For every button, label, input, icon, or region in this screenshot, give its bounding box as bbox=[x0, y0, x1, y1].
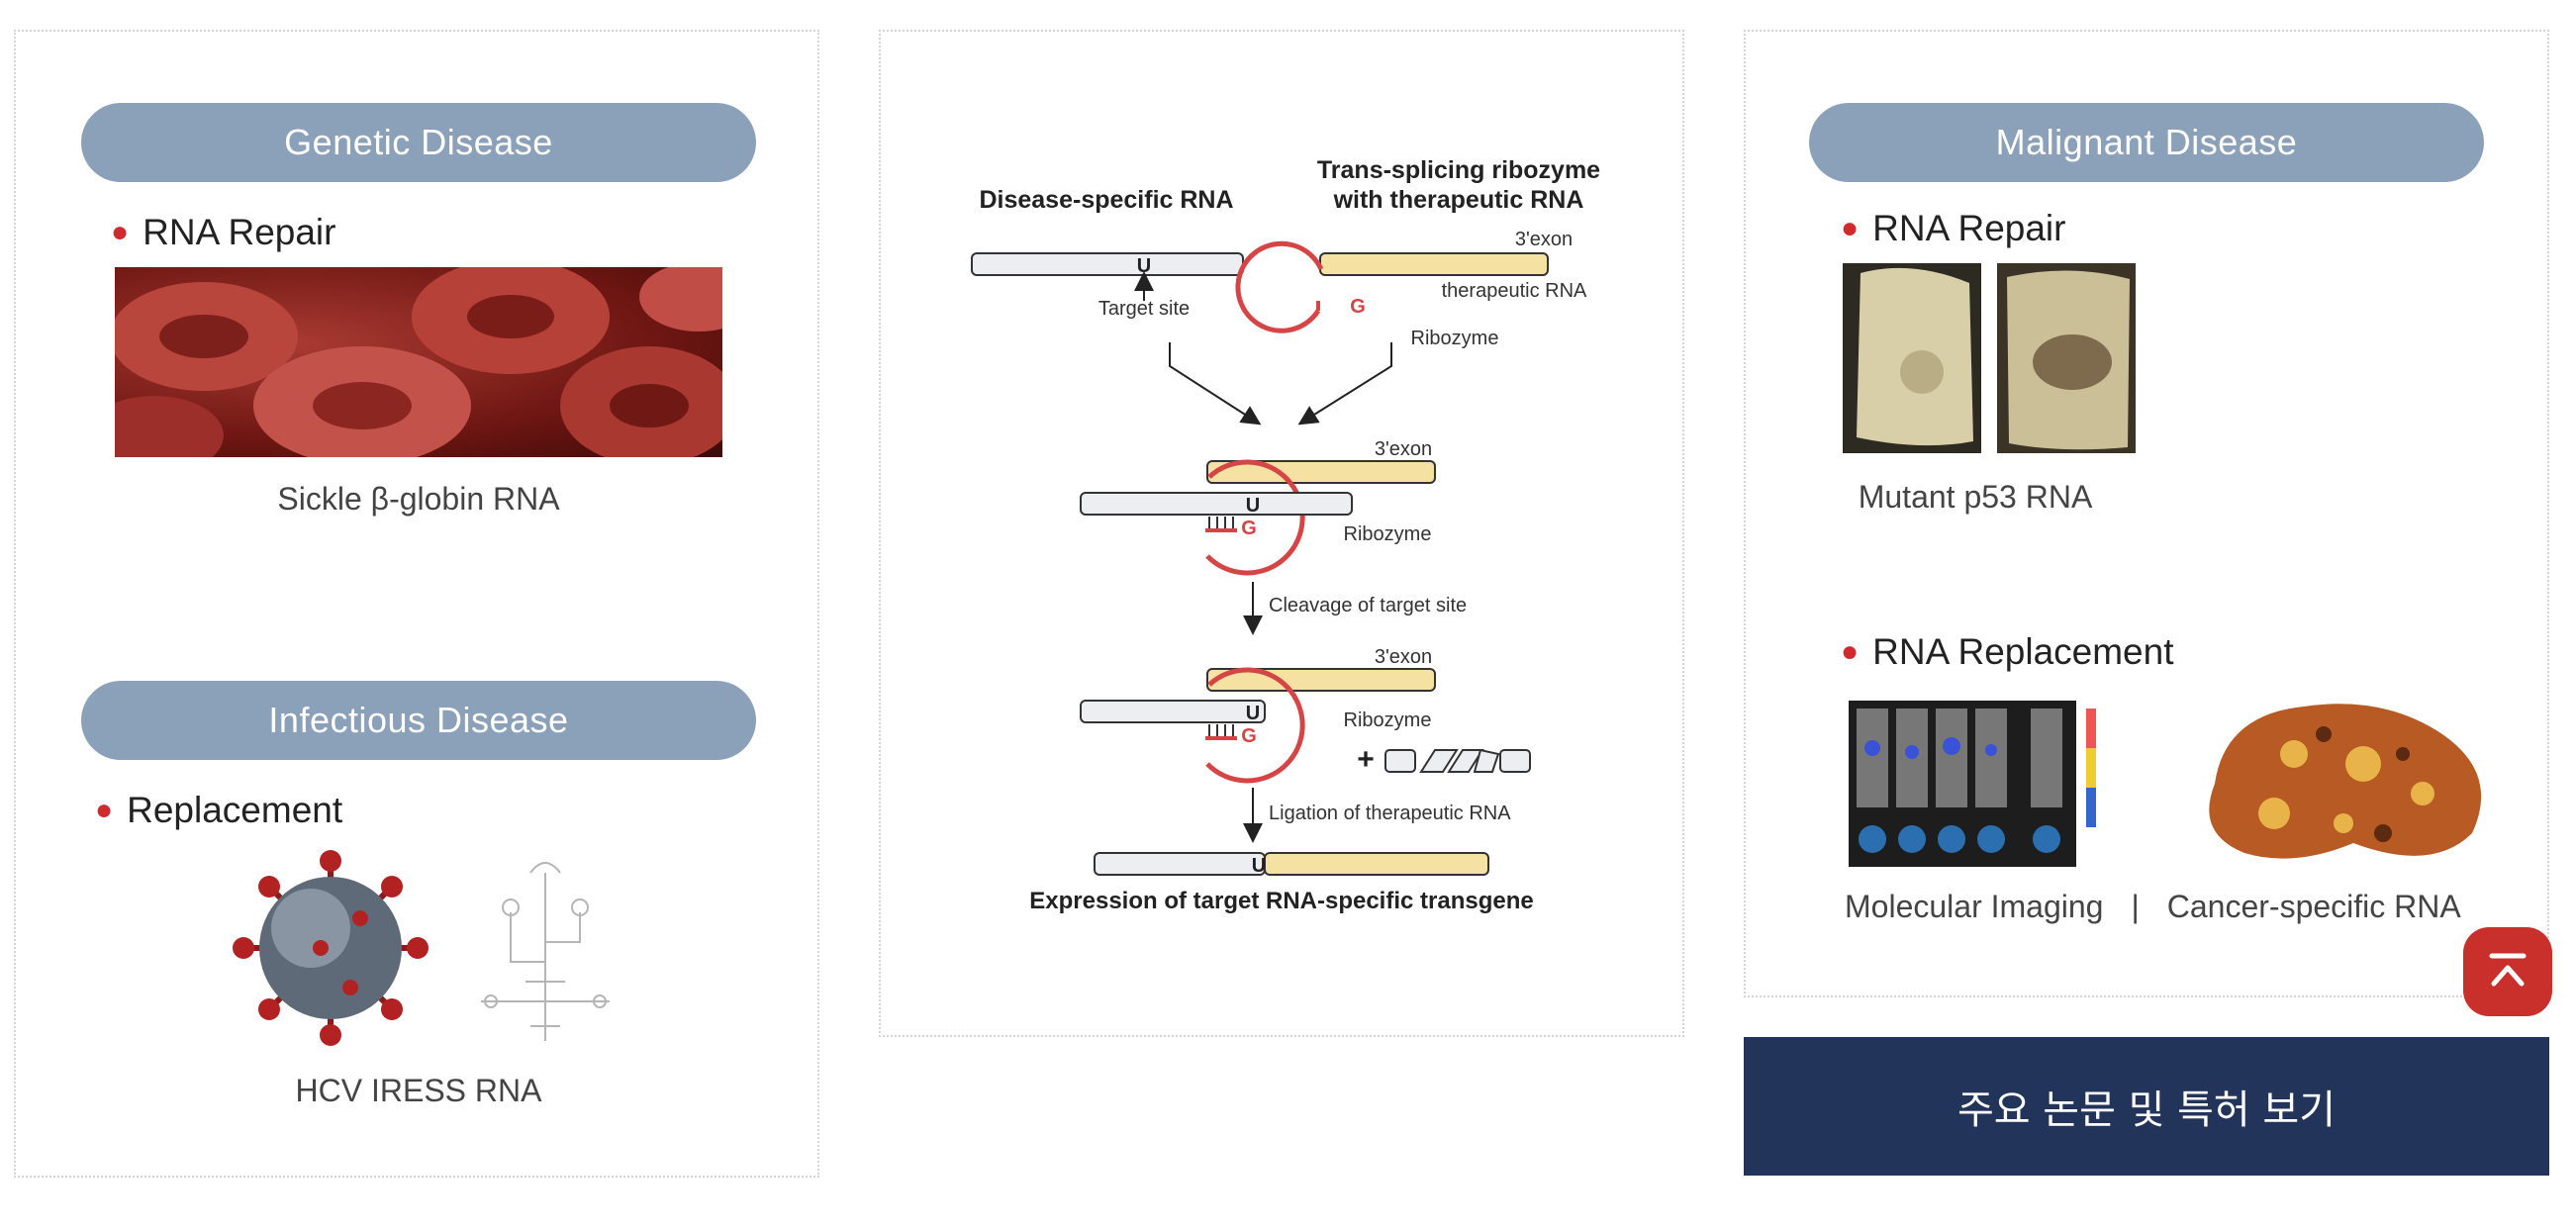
arrow-up-to-top-icon bbox=[2489, 953, 2527, 987]
plus-sign: + bbox=[1357, 743, 1375, 776]
replacement-captions: Molecular Imaging | Cancer-specific RNA bbox=[1845, 889, 2518, 925]
exon-label: 3'exon bbox=[1375, 646, 1432, 668]
rna-structure-image bbox=[481, 862, 610, 1041]
trans-splicing-diagram: Disease-specific RNA Trans-splicing ribo… bbox=[971, 156, 1600, 914]
genetic-disease-title: Genetic Disease bbox=[81, 103, 756, 182]
cancer-specific-caption: Cancer-specific RNA bbox=[2166, 889, 2461, 924]
cancer-tissue-image bbox=[2209, 704, 2482, 859]
expression-label: Expression of target RNA-specific transg… bbox=[1029, 888, 1533, 914]
exon-label: 3'exon bbox=[1375, 438, 1432, 460]
bullet-label: RNA Replacement bbox=[1872, 631, 2174, 672]
bullet-dot-icon: ● bbox=[111, 216, 130, 248]
caption-divider: | bbox=[2131, 889, 2140, 924]
bullet-label: RNA Repair bbox=[143, 212, 336, 252]
mutant-p53-caption: Mutant p53 RNA bbox=[1858, 479, 2093, 515]
ribozyme-loop bbox=[1235, 240, 1324, 333]
exon-label: 3'exon bbox=[1515, 229, 1573, 250]
u-label: U bbox=[1252, 855, 1266, 877]
u-label: U bbox=[1246, 703, 1260, 724]
view-papers-patents-button[interactable]: 주요 논문 및 특허 보기 bbox=[1744, 1037, 2549, 1176]
trans-splicing-diagram-panel: Disease-specific RNA Trans-splicing ribo… bbox=[879, 30, 1684, 1037]
bullet-label: Replacement bbox=[127, 790, 343, 830]
bullet-label: RNA Repair bbox=[1872, 208, 2066, 248]
therapeutic-rna-label: therapeutic RNA bbox=[1442, 280, 1587, 302]
red-blood-cells-image bbox=[115, 267, 722, 457]
rna-repair-bullet: ● RNA Repair bbox=[1841, 208, 2065, 249]
disease-rna-title: Disease-specific RNA bbox=[979, 186, 1233, 214]
bullet-dot-icon: ● bbox=[1841, 212, 1860, 244]
bullet-dot-icon: ● bbox=[1841, 635, 1860, 668]
g-label: G bbox=[1241, 725, 1257, 747]
replacement-bullet: ● Replacement bbox=[95, 790, 342, 831]
ribozyme-label: Ribozyme bbox=[1411, 328, 1499, 349]
u-label: U bbox=[1137, 255, 1151, 277]
hcv-iress-caption: HCV IRESS RNA bbox=[295, 1073, 542, 1108]
molecular-imaging-image bbox=[1849, 701, 2096, 867]
bullet-dot-icon: ● bbox=[95, 794, 114, 826]
malignant-disease-panel: Malignant Disease ● RNA Repair Mutant p5… bbox=[1744, 30, 2549, 997]
trans-ribozyme-title-1: Trans-splicing ribozyme bbox=[1317, 156, 1600, 184]
u-label: U bbox=[1246, 495, 1260, 517]
rna-replacement-bullet: ● RNA Replacement bbox=[1841, 631, 2174, 673]
g-label: G bbox=[1350, 296, 1366, 318]
virus-image bbox=[233, 850, 429, 1046]
trans-ribozyme-title-2: with therapeutic RNA bbox=[1333, 186, 1584, 214]
cleavage-label: Cleavage of target site bbox=[1269, 595, 1467, 616]
rna-repair-bullet: ● RNA Repair bbox=[111, 212, 335, 253]
disease-rna-strand bbox=[971, 252, 1244, 276]
infectious-disease-title: Infectious Disease bbox=[81, 681, 756, 760]
genetic-infectious-panel: Genetic Disease ● RNA Repair Sickle β-gl… bbox=[14, 30, 819, 1178]
molecular-imaging-caption: Molecular Imaging bbox=[1845, 889, 2104, 924]
tumor-tissue-images bbox=[1843, 263, 2136, 453]
target-site-label: Target site bbox=[1098, 298, 1190, 320]
sickle-globin-caption: Sickle β-globin RNA bbox=[277, 481, 560, 517]
malignant-disease-title: Malignant Disease bbox=[1809, 103, 2484, 182]
ligation-label: Ligation of therapeutic RNA bbox=[1269, 803, 1511, 824]
ribozyme-label: Ribozyme bbox=[1344, 709, 1432, 731]
ribozyme-label: Ribozyme bbox=[1344, 523, 1432, 545]
scroll-to-top-button[interactable] bbox=[2463, 927, 2552, 1016]
cleaved-fragments bbox=[1384, 748, 1531, 773]
exon-strand bbox=[1319, 252, 1549, 276]
g-label: G bbox=[1241, 518, 1257, 539]
